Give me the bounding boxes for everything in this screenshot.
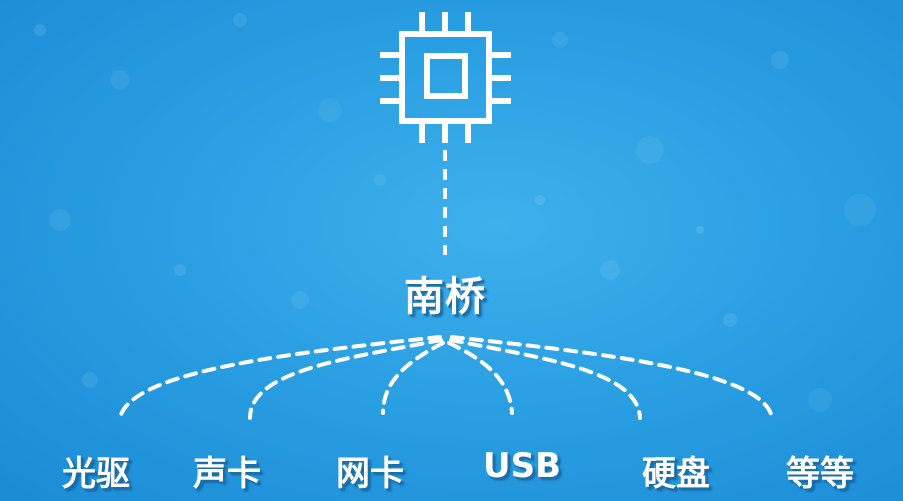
connector-device-5 (449, 338, 642, 420)
device-label-etc: 等等 (786, 454, 854, 494)
connector-device-3 (381, 341, 445, 415)
hub-to-device-connectors (118, 335, 774, 420)
device-label-optical-drive: 光驱 (62, 454, 130, 494)
connector-device-4 (447, 341, 514, 415)
device-label-hard-disk: 硬盘 (642, 454, 710, 494)
device-label-network-card: 网卡 (336, 454, 404, 494)
device-label-usb: USB (482, 446, 562, 486)
southbridge-label: 南桥 (404, 274, 486, 320)
connector-device-6 (450, 335, 774, 420)
cpu-chip-icon (380, 12, 511, 143)
connector-device-2 (248, 338, 443, 420)
device-label-sound-card: 声卡 (193, 454, 261, 494)
connector-device-1 (118, 335, 442, 420)
